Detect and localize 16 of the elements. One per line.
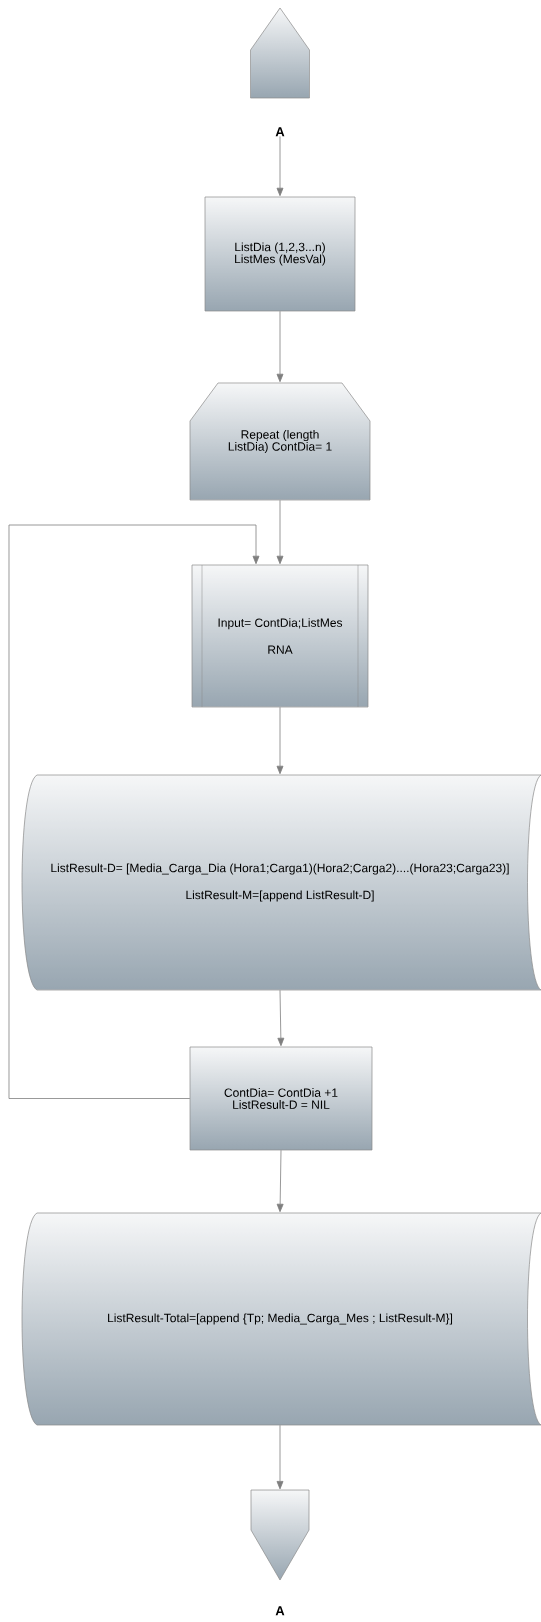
arrow	[276, 499, 284, 565]
arrow	[276, 1149, 284, 1213]
arrow	[276, 136, 284, 197]
node-label: A	[275, 127, 285, 137]
arrow	[276, 706, 284, 775]
loop-limit-box: Repeat (length ListDia) ContDia= 1	[189, 382, 371, 501]
predefined-process-box: Input= ContDia;ListMes RNA	[191, 564, 369, 708]
node-label: A	[275, 1606, 285, 1616]
arrow	[8, 524, 260, 1099]
arrow	[276, 1424, 284, 1490]
process-box: ContDia= ContDia +1 ListResult-D = NIL	[189, 1046, 373, 1151]
process-box: ListDia (1,2,3...n) ListMes (MesVal)	[204, 196, 356, 312]
arrow	[276, 310, 284, 383]
offpage-connector: A	[250, 7, 310, 137]
arrow	[277, 989, 285, 1047]
offpage-connector: A	[250, 1489, 310, 1616]
